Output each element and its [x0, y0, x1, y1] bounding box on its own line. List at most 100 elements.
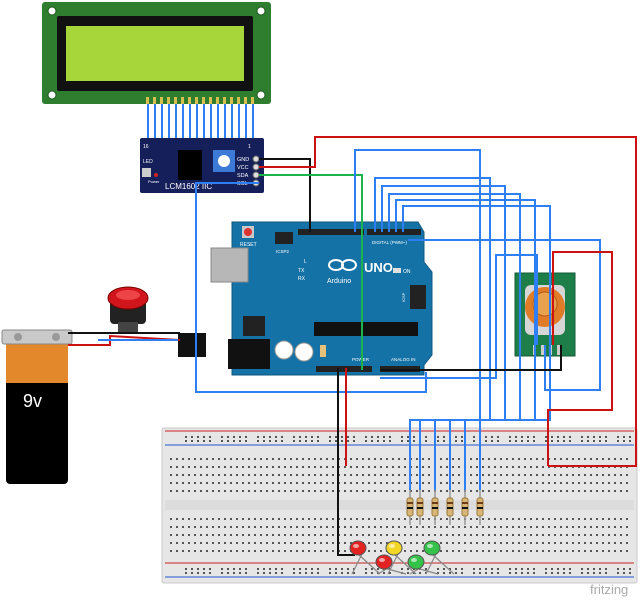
breadboard-hole	[296, 550, 298, 552]
breadboard-hole	[383, 436, 385, 438]
breadboard-hole	[275, 568, 277, 570]
breadboard-hole	[242, 518, 244, 520]
breadboard-hole	[404, 482, 406, 484]
breadboard-hole	[290, 474, 292, 476]
breadboard-hole	[617, 436, 619, 438]
breadboard-hole	[326, 458, 328, 460]
breadboard-hole	[470, 550, 472, 552]
breadboard-hole	[596, 526, 598, 528]
breadboard-hole	[233, 568, 235, 570]
breadboard-hole	[197, 440, 199, 442]
breadboard-hole	[392, 518, 394, 520]
breadboard-hole	[278, 474, 280, 476]
breadboard-hole	[236, 458, 238, 460]
breadboard-hole	[263, 572, 265, 574]
sensor-vcc-wire	[547, 251, 613, 466]
breadboard-hole	[617, 568, 619, 570]
breadboard-hole	[305, 572, 307, 574]
breadboard-hole	[368, 550, 370, 552]
breadboard-hole	[332, 490, 334, 492]
arduino-digital-label: DIGITAL (PWM~)	[372, 240, 407, 245]
breadboard-hole	[512, 534, 514, 536]
breadboard-hole	[614, 458, 616, 460]
breadboard-hole	[536, 542, 538, 544]
breadboard-hole	[572, 490, 574, 492]
breadboard-hole	[254, 518, 256, 520]
breadboard-hole	[176, 482, 178, 484]
breadboard-hole	[578, 518, 580, 520]
breadboard-hole	[545, 568, 547, 570]
breadboard-hole	[188, 526, 190, 528]
breadboard-hole	[563, 436, 565, 438]
breadboard-hole	[308, 526, 310, 528]
breadboard-hole	[554, 518, 556, 520]
breadboard-hole	[197, 436, 199, 438]
breadboard-hole	[440, 466, 442, 468]
breadboard-hole	[626, 534, 628, 536]
breadboard-hole	[419, 572, 421, 574]
breadboard-hole	[452, 534, 454, 536]
breadboard-hole	[368, 534, 370, 536]
breadboard-hole	[392, 474, 394, 476]
breadboard-hole	[284, 526, 286, 528]
breadboard-hole	[416, 542, 418, 544]
breadboard-hole	[455, 440, 457, 442]
breadboard-hole	[515, 440, 517, 442]
breadboard-hole	[542, 490, 544, 492]
breadboard-hole	[461, 436, 463, 438]
breadboard-hole	[548, 490, 550, 492]
breadboard-hole	[356, 518, 358, 520]
breadboard-hole	[476, 490, 478, 492]
breadboard-hole	[440, 458, 442, 460]
breadboard-hole	[560, 534, 562, 536]
breadboard-hole	[470, 482, 472, 484]
breadboard-hole	[356, 458, 358, 460]
breadboard-hole	[482, 534, 484, 536]
breadboard-hole	[524, 542, 526, 544]
breadboard-hole	[620, 474, 622, 476]
breadboard-hole	[494, 550, 496, 552]
breadboard-hole	[470, 526, 472, 528]
breadboard-hole	[590, 474, 592, 476]
breadboard-hole	[512, 542, 514, 544]
breadboard-hole	[380, 474, 382, 476]
lcd-pin	[223, 97, 226, 104]
breadboard-hole	[248, 526, 250, 528]
breadboard-hole	[314, 490, 316, 492]
breadboard-hole	[203, 572, 205, 574]
breadboard-hole	[236, 518, 238, 520]
breadboard-hole	[263, 436, 265, 438]
breadboard-hole	[320, 466, 322, 468]
breadboard-hole	[614, 534, 616, 536]
breadboard-hole	[218, 542, 220, 544]
breadboard-hole	[344, 542, 346, 544]
breadboard-hole	[488, 482, 490, 484]
breadboard-hole	[356, 534, 358, 536]
breadboard-hole	[194, 482, 196, 484]
breadboard-hole	[248, 490, 250, 492]
breadboard-hole	[269, 572, 271, 574]
breadboard-hole	[266, 474, 268, 476]
breadboard-hole	[476, 466, 478, 468]
breadboard-hole	[194, 490, 196, 492]
breadboard-hole	[374, 542, 376, 544]
breadboard-hole	[290, 542, 292, 544]
breadboard-hole	[293, 436, 295, 438]
arduino-icsp-label: ICSP	[401, 292, 406, 302]
resistor-band	[432, 502, 438, 504]
breadboard-hole	[200, 490, 202, 492]
breadboard-hole	[578, 550, 580, 552]
lcd-pin	[216, 97, 219, 104]
breadboard-hole	[194, 458, 196, 460]
breadboard-hole	[362, 490, 364, 492]
breadboard-hole	[230, 490, 232, 492]
breadboard-hole	[626, 474, 628, 476]
breadboard-hole	[407, 572, 409, 574]
breadboard-hole	[578, 490, 580, 492]
breadboard-hole	[254, 550, 256, 552]
breadboard-hole	[218, 458, 220, 460]
breadboard-hole	[377, 568, 379, 570]
breadboard-hole	[254, 474, 256, 476]
breadboard-hole	[566, 526, 568, 528]
breadboard-hole	[212, 550, 214, 552]
